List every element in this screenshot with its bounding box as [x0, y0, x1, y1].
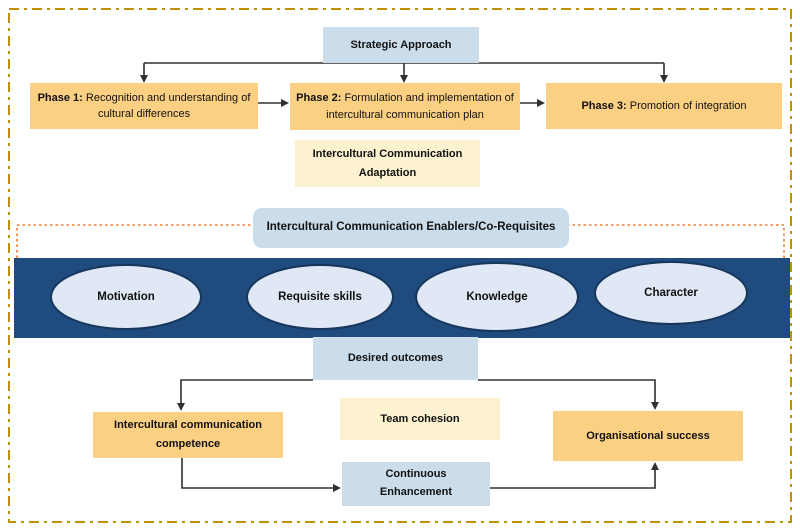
arrowhead-into-phase2	[281, 99, 289, 107]
phase-2-text: Phase 2: Formulation and implementation …	[296, 92, 514, 121]
arrowhead-into-success-bottom	[651, 462, 659, 470]
arrowhead-into-enhancement	[333, 484, 341, 492]
arrowhead-into-success-top	[651, 402, 659, 410]
arrowhead-phase3	[660, 75, 668, 83]
phase-3-text: Phase 3: Promotion of integration	[581, 99, 747, 112]
arrowhead-phase1	[140, 75, 148, 83]
arrowhead-into-competence	[177, 403, 185, 411]
outcomes-to-success-line	[478, 379, 656, 402]
outer-dashdot-border	[8, 8, 792, 523]
strategic-approach-box: Strategic Approach	[323, 27, 479, 63]
phase-2-box: Phase 2: Formulation and implementation …	[290, 83, 520, 130]
enabler-ellipse-character: Character	[594, 261, 748, 325]
organisational-success-box: Organisational success	[553, 411, 743, 461]
phase-1-text: Phase 1: Recognition and understanding o…	[37, 91, 251, 121]
enabler-ellipse-motivation: Motivation	[50, 264, 202, 330]
competence-box: Intercultural communication competence	[93, 412, 283, 458]
arrow-heads	[140, 75, 668, 492]
competence-to-enhancement-line	[181, 458, 333, 489]
phase-1-box: Phase 1: Recognition and understanding o…	[30, 83, 258, 129]
enabler-ellipse-knowledge: Knowledge	[415, 262, 579, 332]
phase-3-box: Phase 3: Promotion of integration	[546, 83, 782, 129]
adaptation-box: Intercultural Communication Adaptation	[295, 140, 480, 187]
arrowhead-phase2	[400, 75, 408, 83]
arrowhead-into-phase3	[537, 99, 545, 107]
team-cohesion-box: Team cohesion	[340, 398, 500, 440]
continuous-enhancement-box: Continuous Enhancement	[342, 462, 490, 506]
outcomes-to-competence-line	[180, 379, 313, 403]
enabler-ellipse-requisite-skills: Requisite skills	[246, 264, 394, 330]
connector-lines	[143, 62, 665, 489]
enablers-title-box: Intercultural Communication Enablers/Co-…	[253, 208, 569, 248]
desired-outcomes-box: Desired outcomes	[313, 337, 478, 380]
enhancement-to-success-line	[490, 470, 656, 489]
